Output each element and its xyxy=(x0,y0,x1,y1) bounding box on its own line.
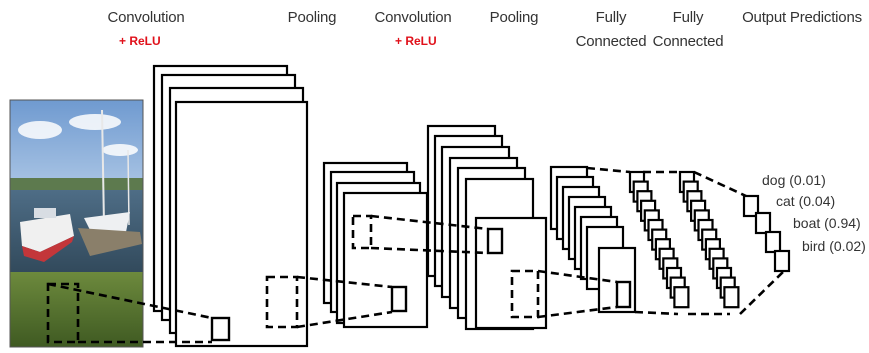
fc2-node-stack xyxy=(678,170,740,309)
motorboat-cabin xyxy=(34,208,56,218)
motorboat-stripe xyxy=(22,236,74,262)
conn-fc2-output xyxy=(693,170,747,198)
conn-conv2-pool2 xyxy=(537,305,618,319)
label-output-predictions: Output Predictions xyxy=(742,9,862,26)
conn-conv2-pool2 xyxy=(537,269,618,284)
label-pooling-1: Pooling xyxy=(287,9,337,26)
conv1-output-window xyxy=(210,316,231,342)
label-fc1-line2: Connected xyxy=(575,33,647,50)
sailboat-mast xyxy=(101,109,105,226)
output-node-boat xyxy=(764,230,782,254)
fc2-node xyxy=(723,286,740,309)
output-node-cat xyxy=(754,211,772,235)
conn-conv1-pool1 xyxy=(296,310,393,329)
sailboat-hull xyxy=(84,212,130,234)
dock xyxy=(78,228,142,256)
prediction-label-cat: cat (0.04) xyxy=(776,193,836,209)
label-fc2-line1: Fully xyxy=(672,9,704,26)
output-node-dog xyxy=(742,194,760,218)
conn-pool2-fc1 xyxy=(634,310,679,316)
clouds xyxy=(18,114,138,156)
label-relu-2: + ReLU xyxy=(395,34,437,48)
pool1-output-window xyxy=(390,285,408,313)
pool2-output-window xyxy=(615,280,632,309)
label-fully-connected-2: Fully Connected xyxy=(646,8,730,52)
conv2-feature-map xyxy=(474,216,548,330)
fc1-node xyxy=(673,286,690,309)
input-receptive-field xyxy=(46,282,80,344)
conn-pool2-fc1 xyxy=(586,166,631,174)
label-fully-connected-1: Fully Connected xyxy=(569,8,653,52)
pool1-receptive-field xyxy=(351,214,373,250)
conn-conv1-pool1 xyxy=(296,275,393,289)
conn-fc2-output xyxy=(739,270,785,315)
label-fc2-line2: Connected xyxy=(652,33,724,50)
motorboat-hull xyxy=(20,214,74,252)
prediction-label-dog: dog (0.01) xyxy=(762,172,826,188)
conv2-receptive-field xyxy=(510,269,540,319)
conv1-receptive-field xyxy=(265,275,299,329)
label-fc1-line1: Fully xyxy=(595,9,627,26)
label-relu-1: + ReLU xyxy=(119,34,161,48)
label-convolution-1: Convolution xyxy=(107,9,185,26)
output-node-bird xyxy=(773,249,791,273)
pool1-feature-map xyxy=(342,191,429,329)
conv2-output-window xyxy=(486,227,504,255)
prediction-label-bird: bird (0.02) xyxy=(802,238,866,254)
prediction-label-boat: boat (0.94) xyxy=(793,215,861,231)
label-pooling-2: Pooling xyxy=(489,9,539,26)
label-convolution-2: Convolution xyxy=(374,9,452,26)
conn-pool1-conv2 xyxy=(370,246,489,255)
conv1-feature-map xyxy=(174,100,309,348)
conn-pool1-conv2 xyxy=(370,214,489,231)
conn-input-conv1 xyxy=(47,282,213,320)
fc1-node-stack xyxy=(628,170,690,309)
input-image xyxy=(9,99,144,348)
far-shore xyxy=(10,178,143,190)
